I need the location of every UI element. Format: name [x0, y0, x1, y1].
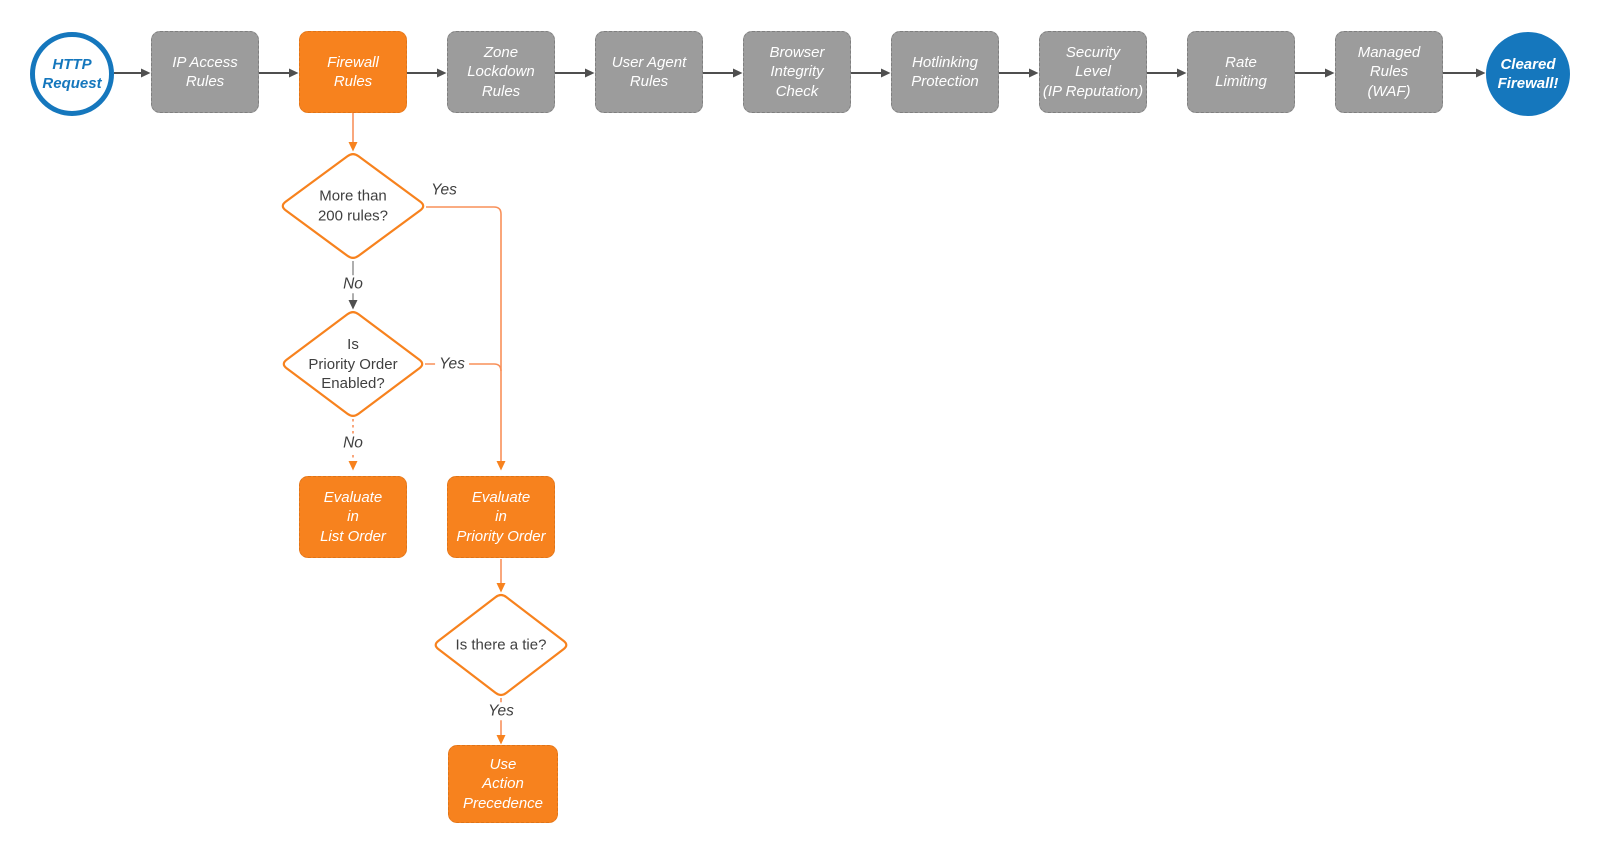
- node-browser-integrity-check: Browser Integrity Check: [743, 31, 851, 113]
- edge-priority-yes: [425, 363, 502, 372]
- node-ip-access-rules: IP Access Rules: [151, 31, 259, 113]
- node-user-agent-rules: User Agent Rules: [595, 31, 703, 113]
- node-zone-lockdown-rules: Zone Lockdown Rules: [447, 31, 555, 113]
- edge-label-tie-yes: Yes: [484, 702, 518, 720]
- edge-label-rulecount-no: No: [339, 275, 367, 293]
- node-cleared-firewall: Cleared Firewall!: [1486, 32, 1570, 116]
- node-evaluate-in-list-order: Evaluate in List Order: [299, 476, 407, 558]
- edge-rulecount-yes: [426, 206, 506, 471]
- edge-label-rulecount-yes: Yes: [427, 181, 461, 199]
- node-security-level: Security Level (IP Reputation): [1039, 31, 1147, 113]
- node-hotlinking-protection: Hotlinking Protection: [891, 31, 999, 113]
- node-http-request: HTTP Request: [30, 32, 114, 116]
- node-managed-rules-waf: Managed Rules (WAF): [1335, 31, 1443, 113]
- decision-priority-order-enabled: Is Priority Order Enabled?: [308, 335, 398, 392]
- node-rate-limiting: Rate Limiting: [1187, 31, 1295, 113]
- edge-label-priority-no: No: [339, 434, 367, 452]
- decision-is-there-a-tie: Is there a tie?: [455, 636, 547, 654]
- decision-more-than-200-rules: More than 200 rules?: [317, 187, 389, 225]
- node-firewall-rules: Firewall Rules: [299, 31, 407, 113]
- node-evaluate-in-priority-order: Evaluate in Priority Order: [447, 476, 555, 558]
- edge-label-priority-yes: Yes: [435, 355, 469, 373]
- decision-is-there-a-tie-shape: [434, 593, 568, 697]
- decision-more-than-200-rules-shape: [281, 153, 425, 259]
- node-use-action-precedence: Use Action Precedence: [448, 745, 558, 823]
- decision-priority-order-enabled-shape: [282, 311, 424, 417]
